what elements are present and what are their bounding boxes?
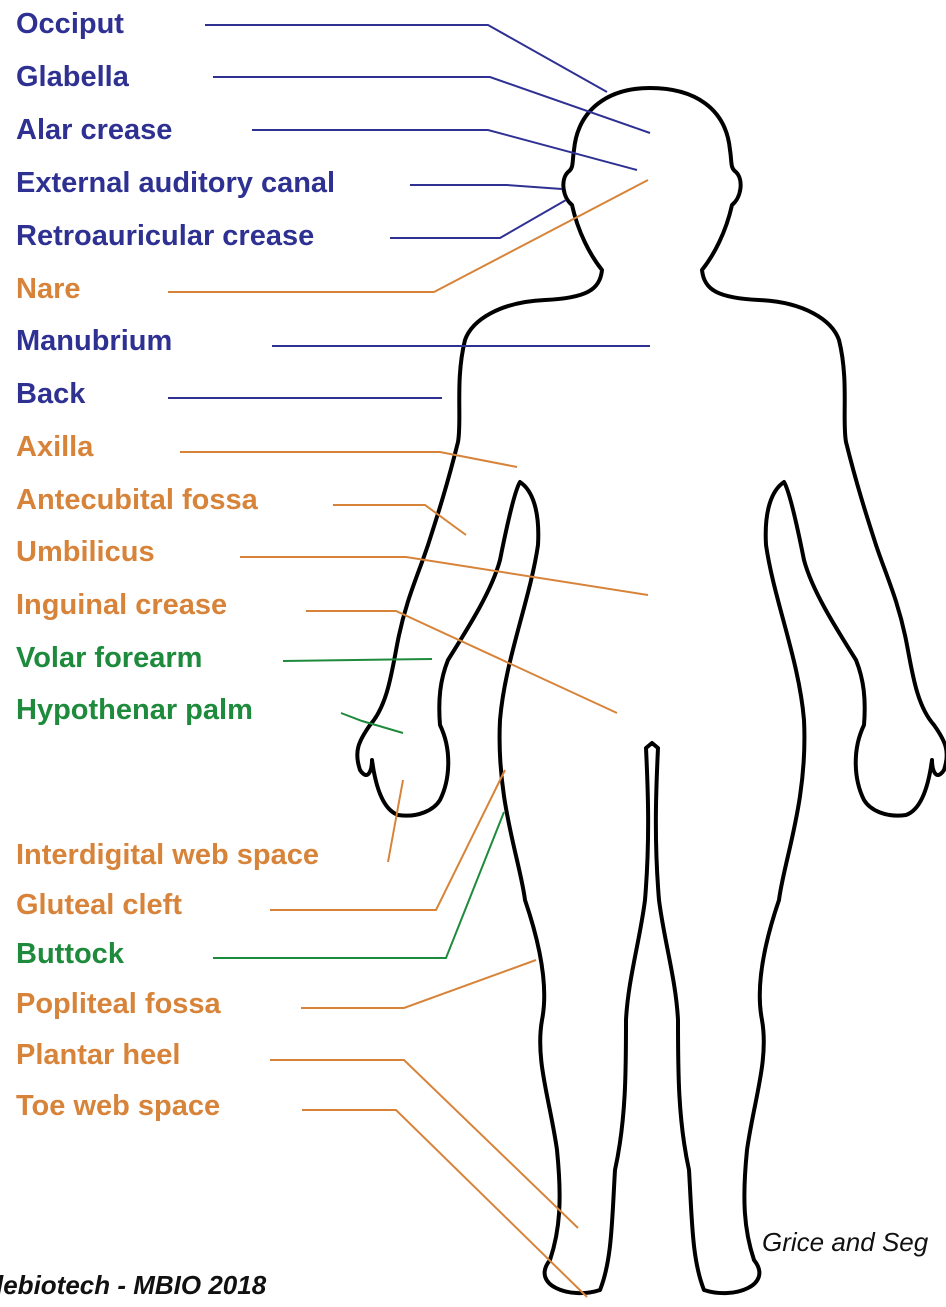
leader-hypothenar-palm [341,713,403,733]
leader-interdigital-web-space [388,780,403,862]
label-interdigital-web-space: Interdigital web space [16,839,319,871]
leader-umbilicus [240,557,648,595]
label-alar-crease: Alar crease [16,114,172,146]
leader-antecubital-fossa [333,505,466,535]
label-axilla: Axilla [16,431,94,463]
label-glabella: Glabella [16,61,130,93]
credit-right: Grice and Seg [762,1227,929,1257]
label-toe-web-space: Toe web space [16,1090,220,1122]
leader-occiput [205,25,607,92]
label-external-auditory-canal: External auditory canal [16,167,335,199]
label-gluteal-cleft: Gluteal cleft [16,889,182,921]
human-body-outline [357,88,946,1293]
leader-glabella [213,77,650,133]
leader-lines [168,25,650,1297]
site-labels: Occiput Glabella Alar crease External au… [16,8,335,1122]
leader-buttock [213,812,504,958]
leader-alar-crease [252,130,637,170]
label-nare: Nare [16,273,81,305]
credit-left: lebiotech - MBIO 2018 [0,1270,267,1300]
label-manubrium: Manubrium [16,325,172,357]
label-back: Back [16,378,86,410]
leader-external-auditory-canal [410,185,562,189]
leader-plantar-heel [270,1060,578,1228]
leader-retroauricular-crease [390,200,566,238]
label-popliteal-fossa: Popliteal fossa [16,988,222,1020]
leader-volar-forearm [283,659,432,661]
label-umbilicus: Umbilicus [16,536,155,568]
label-antecubital-fossa: Antecubital fossa [16,484,259,516]
label-occiput: Occiput [16,8,124,40]
label-retroauricular-crease: Retroauricular crease [16,220,314,252]
label-buttock: Buttock [16,938,125,970]
label-inguinal-crease: Inguinal crease [16,589,227,621]
leader-popliteal-fossa [301,960,536,1008]
label-plantar-heel: Plantar heel [16,1039,180,1071]
leader-inguinal-crease [306,611,617,713]
label-hypothenar-palm: Hypothenar palm [16,694,253,726]
label-volar-forearm: Volar forearm [16,642,202,674]
leader-axilla [180,452,517,467]
